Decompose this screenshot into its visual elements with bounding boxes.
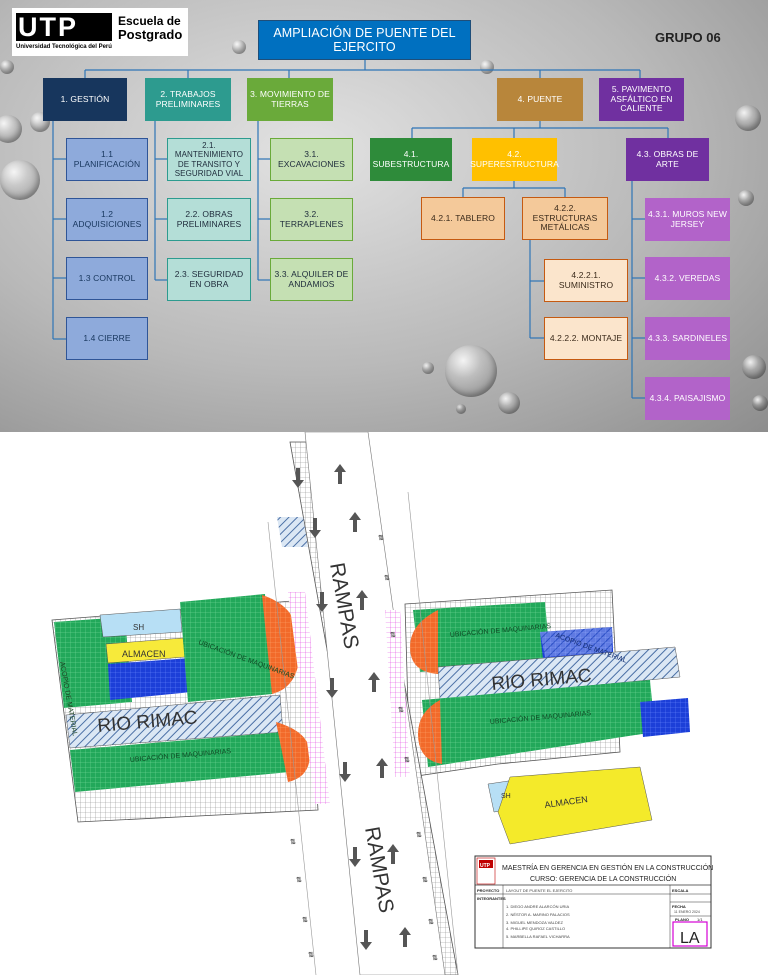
wbs-panel: UTP Escuela de Postgrado Universidad Tec…	[0, 0, 768, 432]
wbs-movimiento-3: 3.3. ALQUILER DE ANDAMIOS	[270, 258, 353, 301]
title-block-line1: MAESTRÍA EN GERENCIA EN GESTIÓN EN LA CO…	[502, 863, 713, 872]
svg-text:⇅: ⇅	[416, 831, 422, 839]
wbs-tablero: 4.2.1. TABLERO	[421, 197, 505, 240]
integrante-4: 4. PHILLIPE QUIROZ CASTILLO	[506, 926, 565, 931]
integrante-5: 5. MARBELLA RAFAEL VICHARRA	[506, 934, 570, 939]
bubble	[735, 105, 761, 131]
svg-text:⇅: ⇅	[296, 876, 302, 884]
wbs-movimiento-1: 3.1. EXCAVACIONES	[270, 138, 353, 181]
connector-lines	[52, 60, 669, 399]
integrante-3: 3. MIGUEL MENDOZA VALDEZ	[506, 920, 563, 925]
group-label: GRUPO 06	[655, 30, 721, 45]
svg-text:⇅: ⇅	[432, 954, 438, 962]
wbs-trabajos-2: 2.2. OBRAS PRELIMINARES	[167, 198, 251, 241]
road	[267, 432, 459, 975]
wbs-trabajos-3: 2.3. SEGURIDAD EN OBRA	[167, 258, 251, 301]
wbs-gestion-1: 1.1 PLANIFICACIÓN	[66, 138, 148, 181]
wbs-obras-arte: 4.3. OBRAS DE ARTE	[626, 138, 709, 181]
bubble	[456, 404, 466, 414]
site-plan: ⇅⇅⇅ ⇅⇅ ⇅⇅⇅⇅ ⇅⇅⇅⇅ RAMPAS RAMPAS RIO RIMAC…	[51, 432, 713, 975]
svg-text:⇅: ⇅	[404, 756, 410, 764]
svg-text:⇅: ⇅	[308, 951, 314, 959]
project-title: AMPLIACIÓN DE PUENTE DEL EJERCITO	[258, 20, 471, 60]
wbs-movimiento-2: 3.2. TERRAPLENES	[270, 198, 353, 241]
sh-right-label: SH	[501, 793, 511, 800]
wbs-montaje: 4.2.2.2. MONTAJE	[544, 317, 628, 360]
svg-text:⇅: ⇅	[390, 631, 396, 639]
title-block-line2: CURSO: GERENCIA DE LA CONSTRUCCIÓN	[530, 874, 676, 883]
bubble	[738, 190, 754, 206]
almacen-left-label: ALMACEN	[122, 649, 166, 659]
bubble	[752, 395, 768, 411]
wbs-gestion-4: 1.4 CIERRE	[66, 317, 148, 360]
bubble	[742, 355, 766, 379]
integrante-1: 1. DIEGO ANDRE ALARCÓN URIA	[506, 904, 569, 909]
wbs-arte-3: 4.3.3. SARDINELES	[645, 317, 730, 360]
wbs-suministro: 4.2.2.1. SUMINISTRO	[544, 259, 628, 302]
fecha-label: FECHA	[672, 904, 686, 909]
wbs-arte-4: 4.3.4. PAISAJISMO	[645, 377, 730, 420]
right-platform	[404, 589, 690, 845]
utp-logo-block	[16, 13, 112, 41]
title-block: UTP MAESTRÍA EN GERENCIA EN GESTIÓN EN L…	[474, 855, 713, 949]
lane-marks: ⇅ ⇅ ⇅ ⇅ ⇅ ⇅ ⇅ ⇅ ⇅ ⇅ ⇅ ⇅ ⇅	[290, 534, 438, 962]
bubble	[0, 115, 22, 143]
wbs-subestructura: 4.1. SUBESTRUCTURA	[370, 138, 452, 181]
bubble	[232, 40, 246, 54]
logo-line-2: Postgrado	[118, 27, 183, 42]
wbs-gestion-2: 1.2 ADQUISICIONES	[66, 198, 148, 241]
wbs-arte-1: 4.3.1. MUROS NEW JERSEY	[645, 198, 730, 241]
plano-label: PLANO	[675, 917, 689, 922]
wbs-movimiento: 3. MOVIMIENTO DE TIERRAS	[247, 78, 333, 121]
svg-text:⇅: ⇅	[398, 706, 404, 714]
bubble	[0, 160, 40, 200]
left-platform	[51, 594, 319, 823]
wbs-trabajos-1: 2.1. MANTENIMIENTO DE TRANSITO Y SEGURID…	[167, 138, 251, 181]
svg-text:⇅: ⇅	[378, 534, 384, 542]
sh-left-label: SH	[133, 623, 144, 632]
svg-text:⇅: ⇅	[384, 574, 390, 582]
title-block-logo: UTP	[480, 863, 491, 869]
plano-number: 1/1	[697, 917, 703, 922]
utp-logo: UTP Escuela de Postgrado Universidad Tec…	[12, 8, 188, 56]
wbs-estructuras-metalicas: 4.2.2. ESTRUCTURAS METÁLICAS	[522, 197, 608, 240]
logo-line-3: Universidad Tecnológica del Perú	[16, 44, 112, 50]
wbs-pavimento: 5. PAVIMENTO ASFÁLTICO EN CALIENTE	[599, 78, 684, 121]
fecha-value: 11 ENERO 2024	[674, 910, 700, 914]
proyecto-label: PROYECTO	[477, 888, 499, 893]
wbs-puente: 4. PUENTE	[497, 78, 583, 121]
bubble	[422, 362, 434, 374]
wbs-gestion: 1. GESTIÓN	[43, 78, 127, 121]
bubble	[0, 60, 14, 74]
svg-text:⇅: ⇅	[422, 876, 428, 884]
svg-text:⇅: ⇅	[428, 918, 434, 926]
bubble	[445, 345, 497, 397]
svg-text:⇅: ⇅	[302, 916, 308, 924]
proyecto-value: LAYOUT DE PUENTE EL EJERCITO	[506, 888, 572, 893]
integrante-2: 2. NÉSTOR A. MARINO PALACIOS	[506, 912, 570, 917]
wbs-superestructura: 4.2. SUPERESTRUCTURA	[470, 138, 559, 181]
svg-text:⇅: ⇅	[290, 838, 296, 846]
logo-line-1: Escuela de	[118, 14, 181, 28]
integrantes-label: INTEGRANTES	[477, 896, 506, 901]
escala-label: ESCALA	[672, 888, 689, 893]
wbs-gestion-3: 1.3 CONTROL	[66, 257, 148, 300]
bubble	[498, 392, 520, 414]
utp-logo-text: UTP	[18, 12, 78, 42]
wbs-arte-2: 4.3.2. VEREDAS	[645, 257, 730, 300]
wbs-trabajos: 2. TRABAJOS PRELIMINARES	[145, 78, 231, 121]
plano-code: LA	[680, 930, 700, 947]
